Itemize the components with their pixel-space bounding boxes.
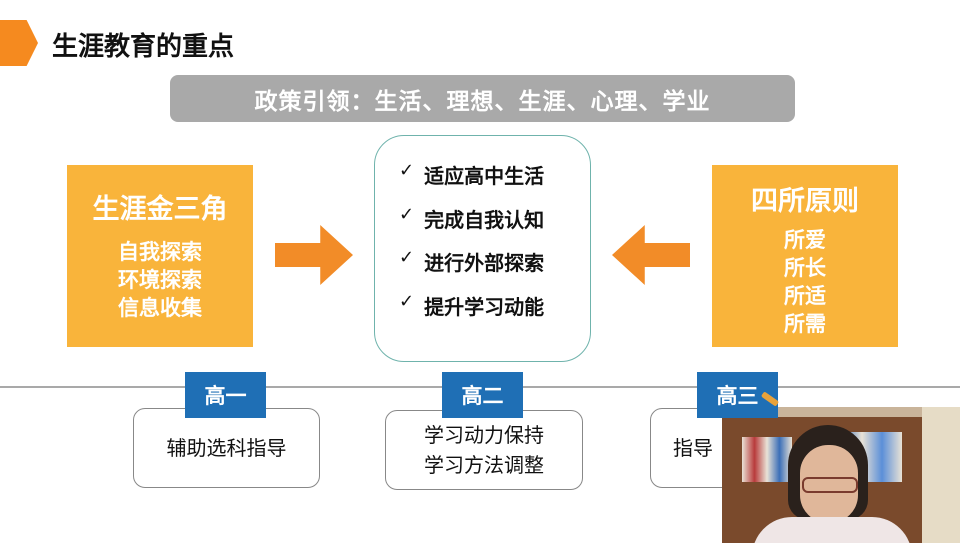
four-principles-box: 四所原则 所爱 所长 所适 所需: [712, 165, 898, 347]
list-item: 所需: [784, 312, 826, 336]
career-triangle-box: 生涯金三角 自我探索 环境探索 信息收集: [67, 165, 253, 347]
person-shirt: [752, 517, 912, 543]
goal-text: 进行外部探索: [424, 251, 545, 275]
check-icon: ✓: [399, 203, 415, 225]
career-triangle-heading: 生涯金三角: [92, 194, 228, 225]
goals-box: ✓ 适应高中生活 ✓ 完成自我认知 ✓ 进行外部探索 ✓ 提升学习动能: [374, 135, 591, 362]
four-principles-heading: 四所原则: [751, 186, 859, 217]
grade-box-text: 学习动力保持: [424, 423, 544, 447]
list-item: 环境探索: [118, 268, 202, 292]
grade-box-1: 辅助选科指导: [133, 408, 320, 488]
goal-item: ✓ 适应高中生活: [399, 160, 590, 204]
person-face: [800, 445, 858, 523]
grade-box-text: 辅助选科指导: [166, 436, 287, 460]
list-item: 信息收集: [118, 296, 202, 320]
grade-box-text: 学习方法调整: [424, 453, 544, 477]
grade-box-2: 学习动力保持 学习方法调整: [385, 410, 583, 490]
list-item: 所爱: [784, 228, 826, 252]
policy-banner: 政策引领：生活、理想、生涯、心理、学业: [170, 75, 795, 122]
list-item: 所适: [784, 284, 826, 308]
check-icon: ✓: [399, 290, 415, 312]
goal-item: ✓ 进行外部探索: [399, 247, 590, 291]
wall: [922, 407, 960, 543]
grade-box-text: 指导: [673, 436, 713, 460]
goal-item: ✓ 完成自我认知: [399, 204, 590, 248]
right-arrow-icon: [275, 225, 353, 285]
title-hexagon-marker: [0, 20, 38, 66]
list-item: 所长: [784, 256, 826, 280]
grade-label-1: 高一: [185, 372, 266, 418]
goal-text: 适应高中生活: [424, 164, 545, 188]
grade-label-2: 高二: [442, 372, 523, 418]
goal-text: 完成自我认知: [424, 207, 545, 232]
webcam-video-overlay: [722, 407, 960, 543]
slide-title: 生涯教育的重点: [52, 32, 235, 62]
check-icon: ✓: [399, 160, 415, 181]
check-icon: ✓: [399, 247, 415, 268]
glasses-icon: [802, 477, 858, 493]
goal-text: 提升学习动能: [424, 294, 545, 319]
books: [742, 437, 792, 482]
goal-item: ✓ 提升学习动能: [399, 291, 590, 335]
left-arrow-icon: [612, 225, 690, 285]
list-item: 自我探索: [118, 240, 202, 264]
